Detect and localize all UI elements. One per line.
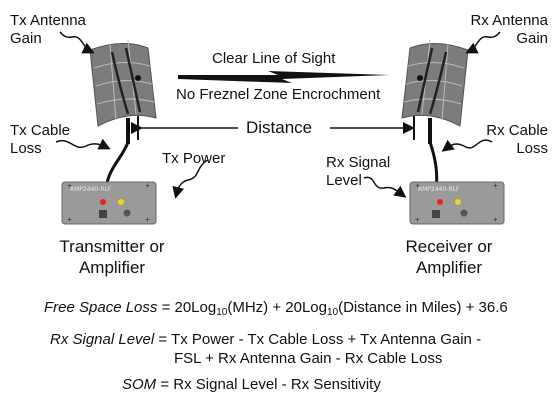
distance-label: Distance bbox=[246, 118, 313, 137]
free-space-loss-equation: Free Space Loss = 20Log10(MHz) + 20Log10… bbox=[44, 299, 508, 318]
svg-text:+: + bbox=[67, 215, 72, 224]
tx-antenna-gain-label: Tx Antenna Gain bbox=[10, 12, 86, 47]
rx-cable-loss-label: Rx Cable Loss bbox=[486, 122, 548, 157]
transmitter-device-icon: AMP2440-RLF + + + + bbox=[61, 181, 157, 225]
svg-text:+: + bbox=[67, 181, 72, 190]
tx-gain-arrow bbox=[59, 31, 95, 54]
svg-text:+: + bbox=[145, 215, 150, 224]
clear-line-of-sight-label: Clear Line of Sight bbox=[212, 50, 336, 67]
rx-signal-arrow bbox=[363, 176, 407, 198]
tx-device-model: AMP2440-RLF bbox=[70, 186, 112, 193]
rx-signal-level-label: Rx Signal Level bbox=[326, 154, 391, 189]
rx-antenna-icon bbox=[401, 39, 469, 144]
rx-signal-level-equation: Rx Signal Level = Tx Power - Tx Cable Lo… bbox=[50, 331, 482, 348]
rx-device-model: AMP2440-RLF bbox=[418, 186, 460, 193]
tx-power-label: Tx Power bbox=[162, 150, 226, 167]
transmitter-label: Transmitter or Amplifier bbox=[59, 237, 165, 277]
svg-text:+: + bbox=[145, 181, 150, 190]
line-of-sight-bolt bbox=[178, 71, 390, 83]
rx-gain-arrow bbox=[465, 31, 501, 54]
receiver-label: Receiver or Amplifier bbox=[405, 237, 493, 277]
svg-text:+: + bbox=[415, 181, 420, 190]
receiver-device-icon: AMP2440-RLF + + + + bbox=[409, 181, 505, 225]
tx-cable-arrow bbox=[55, 138, 111, 150]
rx-cable-arrow bbox=[441, 139, 493, 152]
svg-text:+: + bbox=[493, 181, 498, 190]
tx-cable-loss-label: Tx Cable Loss bbox=[10, 122, 71, 157]
rx-signal-level-equation-line2: FSL + Rx Antenna Gain - Rx Cable Loss bbox=[174, 350, 443, 367]
svg-text:+: + bbox=[493, 215, 498, 224]
rx-antenna-gain-label: Rx Antenna Gain bbox=[470, 12, 548, 47]
tx-antenna-icon bbox=[89, 39, 157, 144]
som-equation: SOM = Rx Signal Level - Rx Sensitivity bbox=[122, 376, 381, 393]
tx-power-arrow bbox=[172, 159, 209, 199]
svg-text:+: + bbox=[415, 215, 420, 224]
fresnel-zone-label: No Freznel Zone Encrochment bbox=[176, 86, 381, 103]
